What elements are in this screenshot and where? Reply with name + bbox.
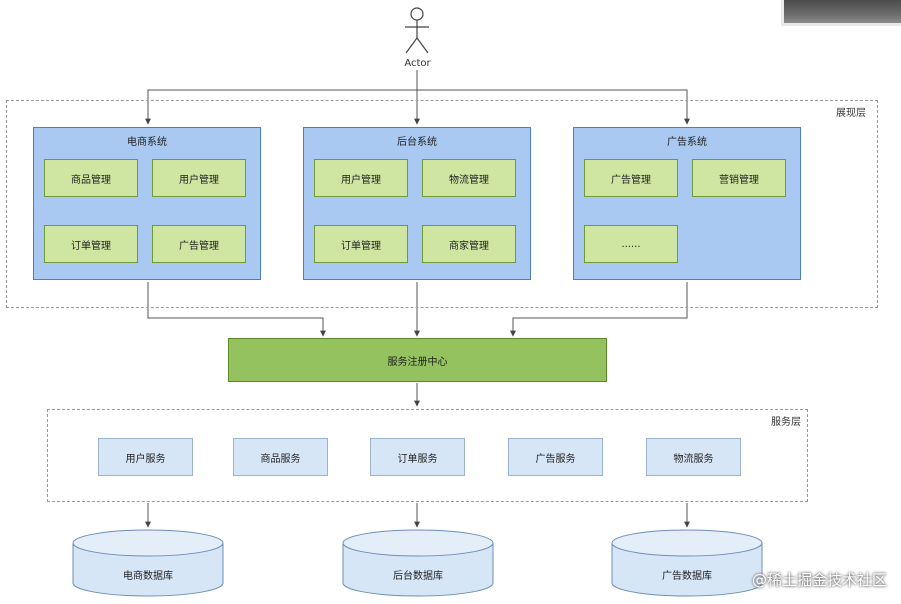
product-service: 商品服务 xyxy=(233,438,328,476)
service-layer-label: 服务层 xyxy=(771,417,801,428)
user-management-module: 用户管理 xyxy=(314,159,408,197)
service-registry: 服务注册中心 xyxy=(228,338,607,382)
system-title: 电商系统 xyxy=(127,137,167,148)
watermark: @稀土掘金技术社区 xyxy=(751,571,887,589)
backend-database-label: 后台数据库 xyxy=(393,571,443,582)
marketing-management-module: 营销管理 xyxy=(692,159,786,197)
presentation-layer xyxy=(6,100,878,308)
ecommerce-system: 电商系统 商品管理 用户管理 订单管理 广告管理 xyxy=(33,127,261,280)
order-management-module: 订单管理 xyxy=(314,225,408,263)
service-layer xyxy=(47,409,808,502)
logistics-management-module: 物流管理 xyxy=(422,159,516,197)
logistics-service: 物流服务 xyxy=(646,438,741,476)
ad-database-label: 广告数据库 xyxy=(662,571,712,582)
ad-system: 广告系统 广告管理 营销管理 ...... xyxy=(573,127,801,280)
merchant-management-module: 商家管理 xyxy=(422,225,516,263)
database-cylinder-ecommerce xyxy=(72,529,224,597)
product-management-module: 商品管理 xyxy=(44,159,138,197)
ad-management-module: 广告管理 xyxy=(152,225,246,263)
more-modules-placeholder: ...... xyxy=(584,225,678,263)
backend-system: 后台系统 用户管理 物流管理 订单管理 商家管理 xyxy=(303,127,531,280)
system-title: 后台系统 xyxy=(397,137,437,148)
database-cylinder-backend xyxy=(342,529,494,597)
user-service: 用户服务 xyxy=(98,438,193,476)
system-title: 广告系统 xyxy=(667,137,707,148)
actor-icon xyxy=(405,7,429,54)
database-connectors xyxy=(145,503,690,528)
ad-service: 广告服务 xyxy=(508,438,603,476)
video-thumbnail xyxy=(781,0,901,26)
ecommerce-database-label: 电商数据库 xyxy=(123,571,173,582)
order-service: 订单服务 xyxy=(370,438,465,476)
user-management-module: 用户管理 xyxy=(152,159,246,197)
presentation-layer-label: 展现层 xyxy=(836,108,866,119)
database-cylinder-ads xyxy=(611,529,763,597)
order-management-module: 订单管理 xyxy=(44,225,138,263)
ad-management-module: 广告管理 xyxy=(584,159,678,197)
actor-label: Actor xyxy=(404,58,431,69)
